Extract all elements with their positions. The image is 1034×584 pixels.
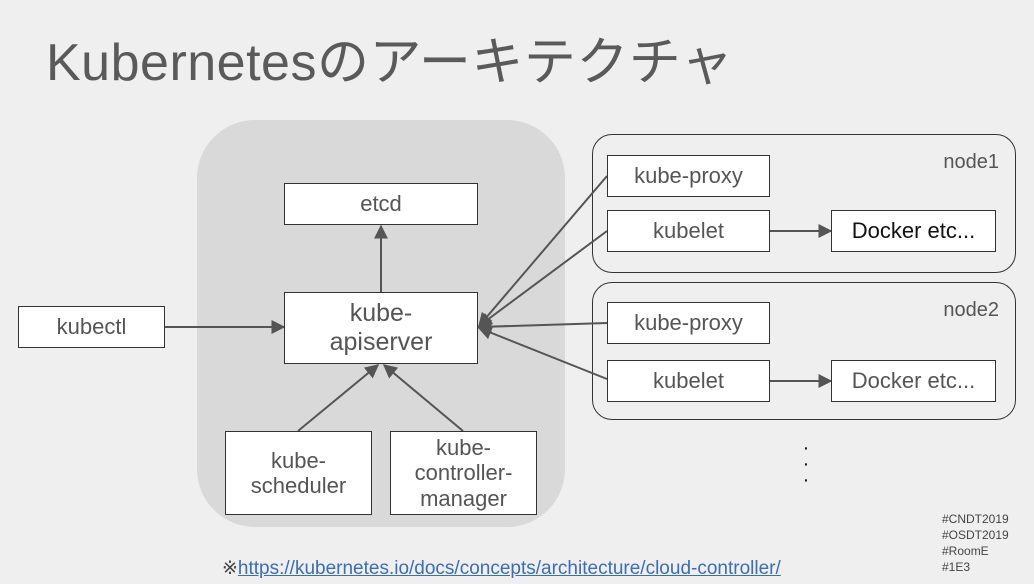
etcd-box: etcd xyxy=(284,183,478,225)
event-hashtags: #CNDT2019 #OSDT2019 #RoomE #1E3 xyxy=(942,512,1009,574)
more-nodes-ellipsis: · · · xyxy=(802,437,810,491)
slide-title: Kubernetesのアーキテクチャ xyxy=(46,34,734,92)
arrow-node2-proxy-to-apiserver xyxy=(477,319,608,334)
arrow-node2-kubelet-to-apiserver xyxy=(477,326,608,380)
arrow-scheduler-to-apiserver xyxy=(297,364,380,432)
kubectl-box: kubectl xyxy=(18,306,165,348)
arrow-controller-to-apiserver xyxy=(382,364,464,432)
node2-label: node2 xyxy=(943,299,999,321)
footnote: ※https://kubernetes.io/docs/concepts/arc… xyxy=(222,557,781,580)
apiserver-box: kube- apiserver xyxy=(284,292,478,364)
node1-label: node1 xyxy=(943,151,999,173)
scheduler-box: kube- scheduler xyxy=(225,431,372,515)
reference-link[interactable]: https://kubernetes.io/docs/concepts/arch… xyxy=(237,558,781,579)
node2-kubelet-box: kubelet xyxy=(607,360,770,402)
controller-manager-box: kube- controller- manager xyxy=(390,431,537,515)
node1-kube-proxy-box: kube-proxy xyxy=(607,155,770,197)
node2-runtime-box: Docker etc... xyxy=(831,360,996,402)
node1-kubelet-box: kubelet xyxy=(607,210,770,252)
footnote-mark: ※ xyxy=(222,558,238,579)
arrow-node1-proxy-to-apiserver xyxy=(478,175,608,328)
arrow-node1-kubelet-to-apiserver xyxy=(477,230,608,327)
node1-runtime-box: Docker etc... xyxy=(831,210,996,252)
node2-kube-proxy-box: kube-proxy xyxy=(607,302,770,344)
